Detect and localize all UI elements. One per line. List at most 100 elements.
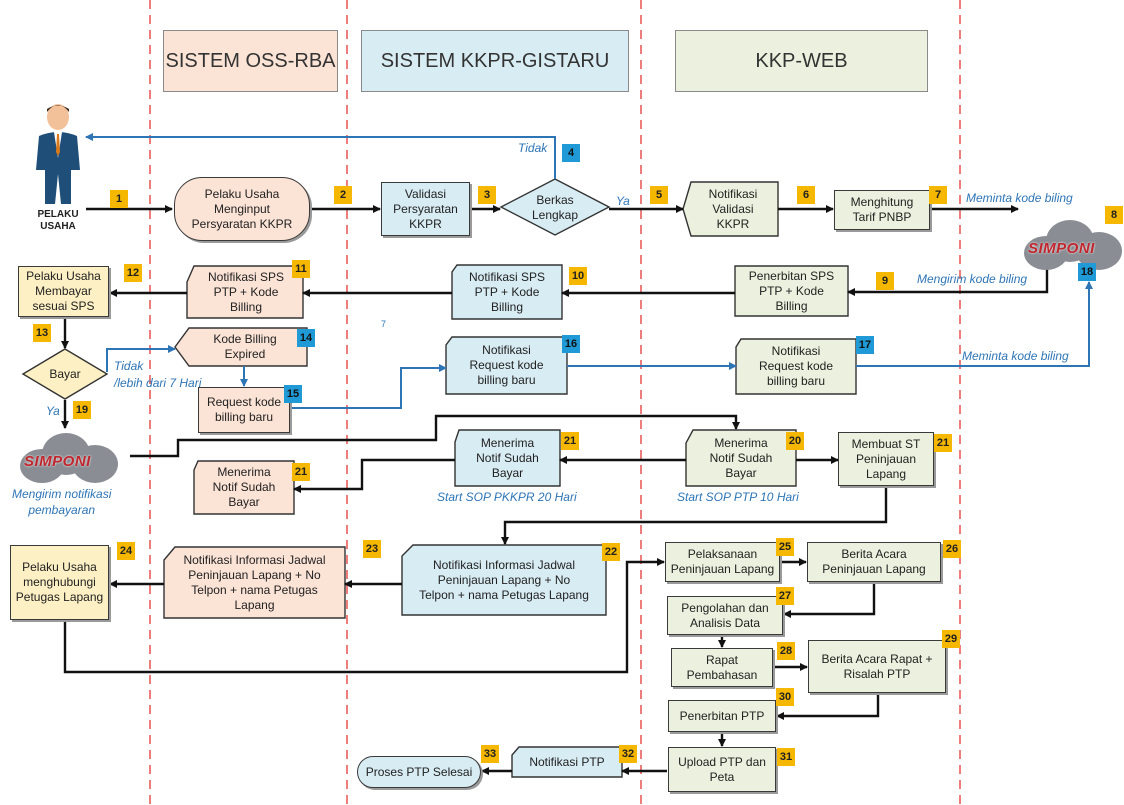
node-3-berkas-lengkap: Berkas Lengkap <box>531 193 579 222</box>
doc-shape-20 <box>685 429 797 487</box>
badge-3: 3 <box>478 186 496 204</box>
label-meminta-kode-2: Meminta kode biling <box>962 349 1069 363</box>
doc-shape-16 <box>445 336 568 395</box>
label-start-sop-pkkpr: Start SOP PKKPR 20 Hari <box>437 490 577 504</box>
label-tidak-berkas: Tidak <box>518 141 548 155</box>
doc-shape-23 <box>163 546 346 619</box>
node-12-pelaku-usaha-membayar: Pelaku Usaha Membayar sesuai SPS <box>18 266 109 317</box>
node-15-request-kode: Request kode billing baru <box>198 387 290 433</box>
node-24-pelaku-usaha-menghubungi: Pelaku Usaha menghubungi Petugas Lapang <box>10 545 109 620</box>
badge-8: 8 <box>1105 206 1123 224</box>
node-30-penerbitan-ptp: Penerbitan PTP <box>668 700 776 732</box>
badge-15: 15 <box>284 385 302 403</box>
label-ya-bayar: Ya <box>46 404 60 418</box>
badge-2: 2 <box>334 186 352 204</box>
node-14-kode-billing-expired: Kode Billing Expired <box>213 332 277 361</box>
badge-33: 33 <box>481 745 499 763</box>
node-33-proses-selesai: Proses PTP Selesai <box>357 756 481 788</box>
label-stray-seven: 7 <box>381 319 387 329</box>
node-26-berita-acara-peninjauan: Berita Acara Peninjauan Lapang <box>807 542 941 582</box>
arrow-tidak-to-actor <box>85 133 556 179</box>
badge-32: 32 <box>619 745 637 763</box>
badge-17: 17 <box>856 336 874 354</box>
badge-12: 12 <box>124 264 142 282</box>
simponi-cloud-right: SIMPONI <box>1020 214 1124 272</box>
node-2-validasi-persyaratan: Validasi Persyaratan KKPR <box>381 182 470 236</box>
node-32-notifikasi-ptp: Notifikasi PTP <box>529 754 605 769</box>
badge-5: 5 <box>650 186 668 204</box>
arrow-bayar-tidak-to-14 <box>106 345 176 372</box>
badge-4: 4 <box>562 144 580 162</box>
node-21c-membuat-st: Membuat ST Peninjauan Lapang <box>838 432 934 486</box>
node-1-input-persyaratan: Pelaku Usaha Menginput Persyaratan KKPR <box>174 177 310 241</box>
badge-25: 25 <box>776 538 794 556</box>
badge-10: 10 <box>569 267 587 285</box>
simponi-logo-text-left: SIMPONI <box>24 453 91 470</box>
simponi-logo-text-right: SIMPONI <box>1028 240 1095 257</box>
decision-berkas-lengkap-shape <box>499 178 611 236</box>
doc-shape-5 <box>682 181 779 237</box>
label-start-sop-ptp: Start SOP PTP 10 Hari <box>677 490 799 504</box>
simponi-cloud-left: SIMPONI <box>16 427 120 485</box>
arrow-24-to-25 <box>63 558 665 674</box>
doc-shape-11 <box>186 265 304 319</box>
node-9-penerbitan-sps: Penerbitan SPS PTP + Kode Billing <box>748 268 835 313</box>
badge-29: 29 <box>942 630 960 648</box>
label-ya-berkas: Ya <box>616 194 630 208</box>
arrow-29-to-30 <box>776 693 880 720</box>
badge-27: 27 <box>776 587 794 605</box>
doc-shape-9 <box>734 265 849 317</box>
node-20-menerima-notif: Menerima Notif Sudah Bayar <box>709 435 773 480</box>
badge-20: 20 <box>786 432 804 450</box>
doc-shape-21a <box>454 429 561 487</box>
label-tidak-bayar: Tidak /lebih dari 7 Hari <box>114 359 202 390</box>
node-29-berita-acara-rapat: Berita Acara Rapat + Risalah PTP <box>808 640 946 693</box>
node-10-notifikasi-sps: Notifikasi SPS PTP + Kode Billing <box>468 269 546 314</box>
node-16-notifikasi-request: Notifikasi Request kode billing baru <box>469 343 544 387</box>
decision-bayar-shape <box>21 348 109 400</box>
label-mengirim-kode: Mengirim kode biling <box>917 272 1028 286</box>
badge-26: 26 <box>943 540 961 558</box>
arrow-26-to-27 <box>783 582 876 618</box>
node-28-rapat-pembahasan: Rapat Pembahasan <box>671 648 773 687</box>
badge-14: 14 <box>297 329 315 347</box>
badge-16: 16 <box>562 335 580 353</box>
node-6-menghitung-tarif: Menghitung Tarif PNBP <box>834 190 930 230</box>
node-13-bayar: Bayar <box>49 366 81 381</box>
badge-23: 23 <box>363 540 381 558</box>
node-5-notifikasi-validasi: Notifikasi Validasi KKPR <box>708 186 758 231</box>
badge-28: 28 <box>777 642 795 660</box>
node-17-notifikasi-request: Notifikasi Request kode billing baru <box>758 344 834 388</box>
arrow-simponi-to-9 <box>847 268 1049 296</box>
node-23-notifikasi-jadwal: Notifikasi Informasi Jadwal Peninjauan L… <box>183 552 326 612</box>
arrow-15-to-16 <box>290 364 447 409</box>
node-21b-menerima-notif: Menerima Notif Sudah Bayar <box>212 465 276 509</box>
doc-shape-21b <box>193 460 295 515</box>
badge-21c: 21 <box>934 434 952 452</box>
badge-19: 19 <box>73 401 91 419</box>
badge-6: 6 <box>797 186 815 204</box>
businessman-icon <box>30 100 86 204</box>
badge-1: 1 <box>110 190 128 208</box>
arrow-21a-to-21b <box>293 458 455 493</box>
badge-21b: 21 <box>292 463 310 481</box>
badge-9: 9 <box>876 272 894 290</box>
arrow-21c-to-22 <box>501 486 888 545</box>
badge-11: 11 <box>292 260 310 278</box>
doc-shape-22 <box>401 544 607 616</box>
node-22-notifikasi-jadwal: Notifikasi Informasi Jadwal Peninjauan L… <box>419 557 589 602</box>
badge-31: 31 <box>777 748 795 766</box>
badge-21a: 21 <box>561 432 579 450</box>
badge-24: 24 <box>117 542 135 560</box>
node-11-notifikasi-sps: Notifikasi SPS PTP + Kode Billing <box>207 269 285 314</box>
badge-22: 22 <box>602 543 620 561</box>
doc-shape-17 <box>735 338 857 395</box>
badge-30: 30 <box>776 688 794 706</box>
doc-shape-32 <box>511 746 623 778</box>
node-31-upload-ptp: Upload PTP dan Peta <box>668 747 776 792</box>
node-27-pengolahan-analisis: Pengolahan dan Analisis Data <box>667 596 783 635</box>
arrow-17-to-simponi <box>856 281 1093 367</box>
node-21a-menerima-notif: Menerima Notif Sudah Bayar <box>476 435 539 480</box>
lane-header-oss: SISTEM OSS-RBA <box>163 30 338 92</box>
